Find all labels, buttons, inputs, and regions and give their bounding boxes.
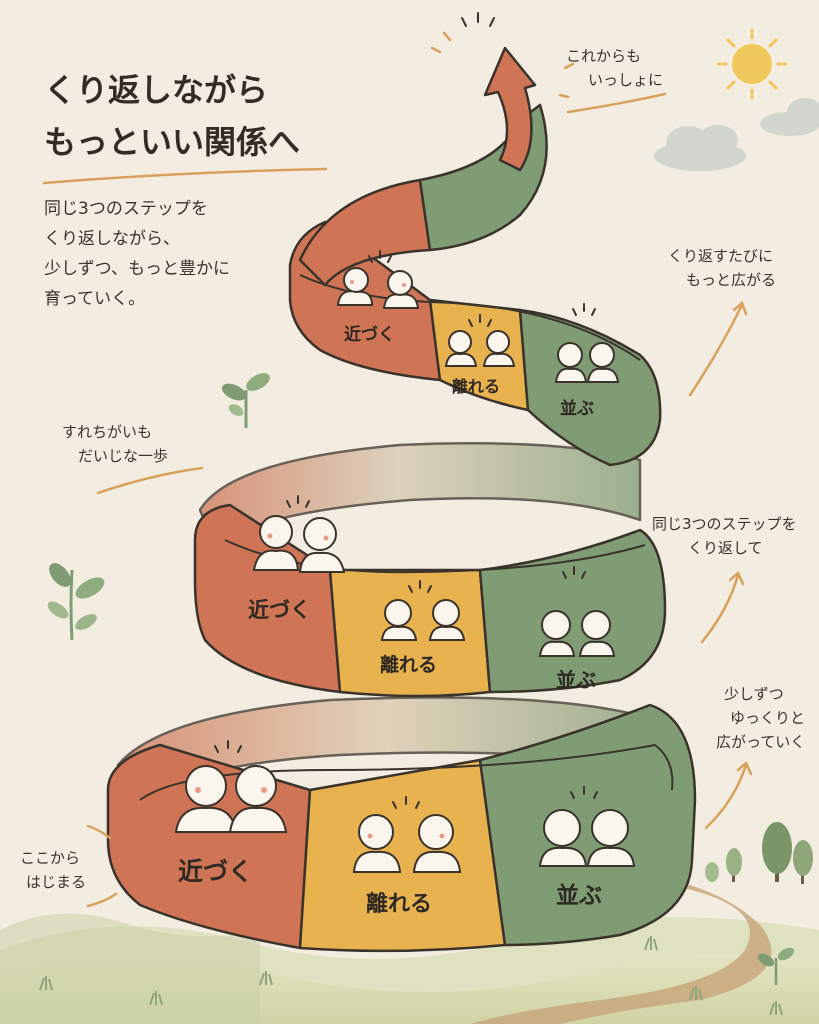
band-approach-middle (193, 503, 342, 694)
person-pair-approach-upper (336, 267, 420, 309)
person-pair-separate-middle (380, 599, 466, 641)
note-repeat-wider: くり返すたびに もっと広がる (668, 244, 776, 292)
sprout-icon (757, 947, 795, 986)
label-separate-middle: 離れる (380, 654, 438, 676)
sparkle-marks (214, 12, 598, 809)
note-start-line-1: ここから (20, 849, 81, 867)
spiral-ribbon (106, 46, 697, 953)
person-pair-separate-upper (444, 330, 516, 367)
description-line-2: くり返しながら、 (44, 229, 180, 249)
bracket-start (86, 824, 118, 908)
band-side-upper (518, 308, 662, 467)
note-slowly-line-3: 広がっていく (716, 733, 806, 751)
note-same-steps-line-1: 同じ3つのステップを (652, 515, 797, 533)
background-hills (0, 913, 819, 1024)
note-slowly: 少しずつ ゆっくりと 広がっていく (716, 682, 806, 754)
arrow-up-right-icon (688, 303, 744, 397)
grass-tufts (39, 936, 783, 1016)
arrow-up-right-icon (700, 573, 740, 644)
person-pair-side-upper (554, 342, 620, 383)
band-side-bottom (478, 703, 697, 947)
note-start: ここから はじまる (20, 846, 86, 894)
label-side-middle: 並ぶ (556, 668, 596, 692)
note-slowly-line-2: ゆっくりと (730, 709, 806, 727)
underline-title (42, 167, 328, 185)
person-pair-side-middle (538, 610, 616, 657)
label-approach-middle: 近づく (248, 598, 311, 622)
note-repeat-wider-line-2: もっと広がる (686, 271, 777, 289)
note-same-steps-line-2: くり返して (688, 539, 763, 557)
description-line-4: 育っていく。 (44, 289, 146, 309)
page-title: くり返しながら もっといい関係へ (44, 64, 300, 168)
note-slowly-line-1: 少しずつ (724, 685, 784, 703)
label-side-bottom: 並ぶ (556, 883, 602, 909)
label-approach-bottom: 近づく (178, 857, 254, 886)
label-separate-bottom: 離れる (366, 892, 433, 917)
band-separate-bottom (298, 758, 507, 953)
annotation-arrows (42, 31, 753, 908)
title-line-1: くり返しながら (44, 71, 269, 109)
note-top-line-1: これからも (566, 47, 642, 65)
characters (174, 267, 636, 873)
note-passing-line-2: だいじな一歩 (78, 447, 169, 465)
ribbon-connector-mid (198, 442, 642, 547)
sprout-icon (47, 563, 105, 641)
arrow-up-right-icon (704, 763, 748, 830)
sun-icon (716, 28, 788, 100)
trees (705, 822, 813, 884)
description-line-1: 同じ3つのステップを (44, 199, 208, 219)
cloud-icon (654, 98, 819, 171)
note-top-line-2: いっしょに (588, 71, 664, 89)
band-side-middle (478, 528, 667, 694)
description: 同じ3つのステップを くり返しながら、 少しずつ、もっと豊かに 育っていく。 (44, 194, 230, 314)
underline-passing (96, 466, 204, 495)
note-top: これからも いっしょに (566, 44, 663, 92)
note-same-steps: 同じ3つのステップを くり返して (652, 512, 797, 560)
underline-top (566, 92, 667, 114)
person-pair-side-bottom (538, 809, 636, 867)
person-pair-approach-bottom (174, 765, 288, 833)
note-start-line-2: はじまる (26, 873, 87, 891)
description-line-3: 少しずつ、もっと豊かに (44, 259, 230, 279)
person-pair-separate-bottom (352, 814, 462, 873)
title-line-2: もっといい関係へ (44, 123, 301, 161)
label-side-upper: 並ぶ (560, 399, 594, 419)
label-separate-upper: 離れる (452, 377, 501, 396)
label-approach-upper: 近づく (344, 325, 395, 345)
arrow-head (483, 46, 537, 172)
note-passing-line-1: すれちがいも (62, 423, 153, 441)
sprout-icon (221, 373, 270, 429)
person-pair-approach-middle (252, 515, 346, 573)
note-passing: すれちがいも だいじな一歩 (62, 420, 168, 468)
note-repeat-wider-line-1: くり返すたびに (668, 247, 774, 265)
